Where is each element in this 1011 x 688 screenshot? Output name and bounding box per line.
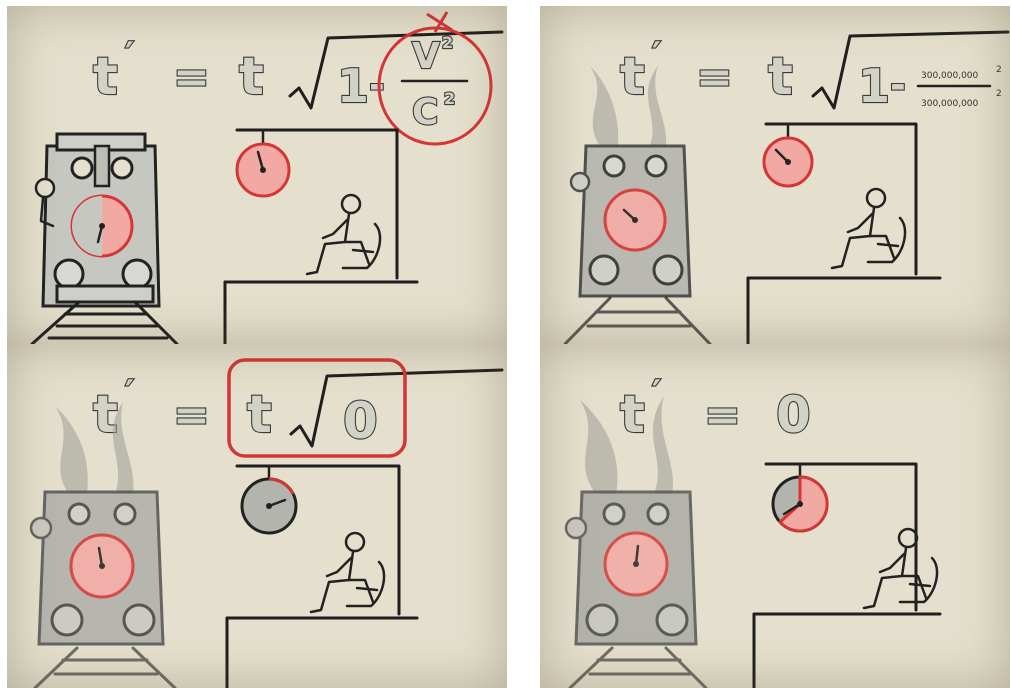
locomotive [571, 146, 690, 296]
clock-pivot [785, 159, 791, 165]
locomotive [31, 492, 163, 644]
panel-top-right: t ′ = t 1 - 300,000,000 2 300,000,000 2 [540, 6, 1010, 344]
seated-observer [832, 189, 905, 268]
railway-track [32, 302, 177, 344]
smoke-right [648, 66, 666, 146]
clock-pivot [797, 501, 803, 507]
railway-track [35, 648, 175, 688]
t-prime-lhs: t [93, 47, 118, 107]
denominator-value: 300,000,000 [921, 99, 979, 109]
radicand-zero: 0 [343, 392, 378, 450]
smoke-right [113, 402, 134, 494]
time-factor: t [239, 47, 264, 107]
result-zero: 0 [776, 386, 811, 444]
minus-sign: - [890, 63, 906, 107]
illustration-light-speed-root-zero: t ′ = t 0 [7, 344, 507, 688]
time-factor: t [247, 385, 272, 445]
seated-observer [307, 195, 380, 274]
railway-track [565, 298, 710, 344]
equals-sign: = [173, 52, 210, 103]
panel-bottom-right: t ′ = 0 [540, 344, 1010, 688]
equals-sign: = [704, 390, 741, 441]
t-prime-lhs: t [620, 47, 645, 107]
t-prime-lhs: t [620, 385, 645, 445]
square-root-sign [813, 32, 1008, 108]
v-exponent: 2 [442, 33, 453, 52]
seated-observer [311, 533, 384, 612]
illustration-lorentz-formula: t ′ = t 1 - V 2 C 2 [7, 6, 507, 344]
seated-observer [864, 529, 937, 608]
clock-pivot [266, 503, 272, 509]
locomotive [36, 134, 159, 306]
railway-track [570, 648, 706, 688]
denominator-exponent: 2 [996, 89, 1002, 99]
illustration-numeric-substitution: t ′ = t 1 - 300,000,000 2 300,000,000 2 [540, 6, 1010, 344]
equals-sign: = [173, 390, 210, 441]
locomotive [566, 492, 696, 644]
light-speed-c: C [412, 92, 438, 133]
numerator-exponent: 2 [996, 65, 1002, 75]
smoke-left [590, 66, 618, 146]
square-root-sign [291, 370, 502, 446]
time-factor: t [768, 47, 793, 107]
prime-mark: ′ [125, 373, 134, 413]
clock-pivot [260, 167, 266, 173]
one: 1 [337, 59, 369, 113]
velocity-v: V [412, 36, 440, 77]
illustration-time-stops: t ′ = 0 [540, 344, 1010, 688]
equals-sign: = [696, 52, 733, 103]
smoke-left [55, 406, 88, 494]
one: 1 [858, 59, 890, 113]
prime-mark: ′ [125, 35, 134, 75]
panel-bottom-left: t ′ = t 0 [7, 344, 507, 688]
panel-top-left: t ′ = t 1 - V 2 C 2 [7, 6, 507, 344]
c-exponent: 2 [444, 89, 455, 108]
smoke-left [580, 400, 618, 494]
numerator-value: 300,000,000 [921, 71, 979, 81]
